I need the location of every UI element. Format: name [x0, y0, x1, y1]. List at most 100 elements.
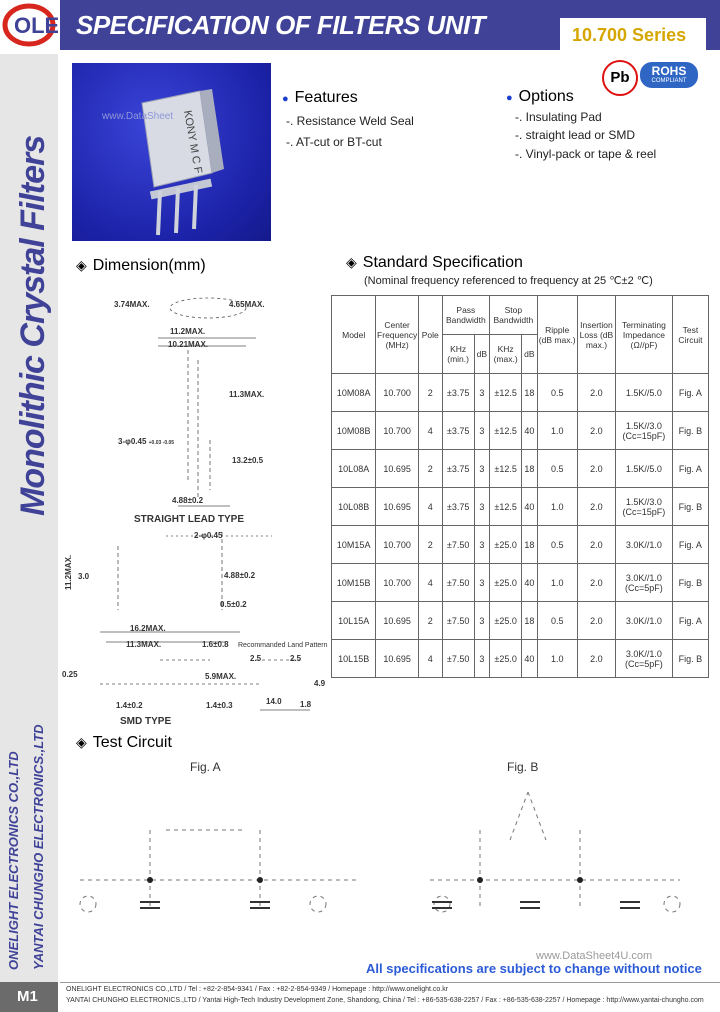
dim-label: 4.9: [314, 679, 326, 688]
col-pass-db: dB: [473, 334, 491, 374]
table-cell: ±7.50: [441, 601, 475, 640]
dim-label: 10.21MAX.: [168, 340, 209, 349]
option-item: -. Vinyl-pack or tape & reel: [515, 147, 657, 161]
feature-item: -. Resistance Weld Seal: [286, 114, 414, 128]
table-cell: 10M08B: [330, 411, 377, 450]
table-cell: 10L15B: [330, 639, 377, 678]
table-cell: ±3.75: [441, 373, 475, 412]
table-cell: ±12.5: [489, 373, 523, 412]
table-cell: 3.0K//1.0 (Cc=5pF): [615, 563, 673, 602]
logo-text: OLE: [14, 13, 58, 38]
table-cell: 3: [473, 639, 491, 678]
dim-label: 2-φ0.45: [194, 531, 223, 540]
footer-line-1: ONELIGHT ELECTRONICS CO.,LTD / Tel : +82…: [66, 986, 449, 993]
table-cell: 10L15A: [330, 601, 377, 640]
table-cell: 0.5: [536, 449, 578, 488]
diamond-icon: ◈: [76, 257, 87, 273]
table-cell: ±3.75: [441, 411, 475, 450]
table-cell: 3: [473, 449, 491, 488]
table-cell: 18: [521, 601, 538, 640]
table-cell: 3: [473, 373, 491, 412]
test-circuit-heading: ◈Test Circuit: [76, 734, 172, 752]
side-company-2: YANTAI CHUNGHO ELECTRONICS.,LTD: [31, 724, 46, 970]
table-cell: 3: [473, 487, 491, 526]
col-stop: Stop Bandwidth: [489, 295, 538, 335]
dim-label: 13.2±0.5: [232, 456, 264, 465]
dim-label: 0.5±0.2: [220, 600, 247, 609]
table-cell: ±12.5: [489, 411, 523, 450]
table-cell: 3: [473, 563, 491, 602]
table-cell: ±25.0: [489, 525, 523, 564]
standard-subheading: (Nominal frequency referenced to frequen…: [364, 275, 653, 287]
series-label: 10.700 Series: [572, 25, 687, 45]
dim-label: 3.74MAX.: [114, 300, 150, 309]
table-cell: 4: [417, 563, 443, 602]
table-cell: 10M15A: [330, 525, 377, 564]
company-logo: OLE: [0, 0, 59, 50]
table-cell: 1.0: [536, 487, 578, 526]
footer-line-2: YANTAI CHUNGHO ELECTRONICS.,LTD / Yantai…: [66, 997, 704, 1004]
footer-notice: All specifications are subject to change…: [366, 961, 702, 976]
table-cell: 2.0: [576, 563, 617, 602]
test-circuit-heading-text: Test Circuit: [92, 734, 172, 751]
table-cell: 1.5K//3.0 (Cc=15pF): [615, 487, 673, 526]
table-cell: 0.5: [536, 525, 578, 564]
test-circuit-diagrams: [79, 791, 681, 913]
col-term: Terminating Impedance (Ω//pF): [615, 295, 673, 374]
table-cell: 0.5: [536, 373, 578, 412]
series-box: [560, 18, 706, 50]
table-cell: ±7.50: [441, 525, 475, 564]
table-cell: 2: [417, 525, 443, 564]
table-cell: ±12.5: [489, 487, 523, 526]
table-cell: 10.700: [375, 411, 419, 450]
table-cell: ±25.0: [489, 601, 523, 640]
diamond-icon: ◈: [346, 254, 357, 270]
col-stop-khz: KHz (max.): [489, 334, 523, 374]
table-cell: 1.0: [536, 639, 578, 678]
options-heading-text: Options: [518, 88, 574, 105]
straight-lead-title: STRAIGHT LEAD TYPE: [134, 514, 245, 525]
table-cell: 2: [417, 373, 443, 412]
table-cell: 4: [417, 411, 443, 450]
table-cell: 40: [521, 411, 538, 450]
table-cell: 2.0: [576, 639, 617, 678]
smd-type-title: SMD TYPE: [120, 716, 172, 727]
dim-label: 2.5: [290, 654, 302, 663]
col-pass-khz: KHz (min.): [441, 334, 475, 374]
table-cell: 1.0: [536, 563, 578, 602]
dim-label: 4.65MAX.: [229, 300, 265, 309]
dimension-drawing: [100, 297, 310, 711]
table-cell: Fig. B: [671, 639, 710, 678]
dim-label: 2.5: [250, 654, 262, 663]
table-cell: Fig. A: [671, 373, 710, 412]
table-cell: 18: [521, 449, 538, 488]
dim-label: 1.6±0.8: [202, 640, 229, 649]
dim-label: 11.2MAX.: [170, 327, 206, 336]
table-cell: 1.5K//5.0: [615, 449, 673, 488]
option-item: -. Insulating Pad: [515, 110, 602, 124]
dimension-heading: ◈ Dimension(mm): [76, 257, 206, 275]
options-heading: ●Options: [506, 88, 574, 106]
rohs-badge: ROHS COMPLIANT: [640, 62, 698, 88]
table-cell: ±25.0: [489, 563, 523, 602]
table-cell: 3.0K//1.0: [615, 525, 673, 564]
dim-label: 4.88±0.2: [224, 571, 256, 580]
dim-label: 1.8: [300, 700, 312, 709]
col-pass: Pass Bandwidth: [441, 295, 491, 335]
feature-item: -. AT-cut or BT-cut: [286, 135, 382, 149]
dim-label: 5.9MAX.: [205, 672, 237, 681]
product-watermark: www.DataSheet: [101, 111, 173, 122]
table-cell: 2.0: [576, 411, 617, 450]
side-title: Monolithic Crystal Filters: [14, 135, 52, 516]
pb-free-badge: Pb: [602, 60, 638, 96]
dimension-heading-text: Dimension(mm): [92, 257, 206, 274]
table-cell: ±12.5: [489, 449, 523, 488]
table-cell: 18: [521, 373, 538, 412]
rohs-label: ROHS: [651, 64, 687, 78]
footer-watermark: www.DataSheet4U.com: [536, 950, 653, 962]
table-cell: 40: [521, 639, 538, 678]
dim-label: 4.88±0.2: [172, 496, 204, 505]
col-center: Center Frequency (MHz): [375, 295, 419, 374]
